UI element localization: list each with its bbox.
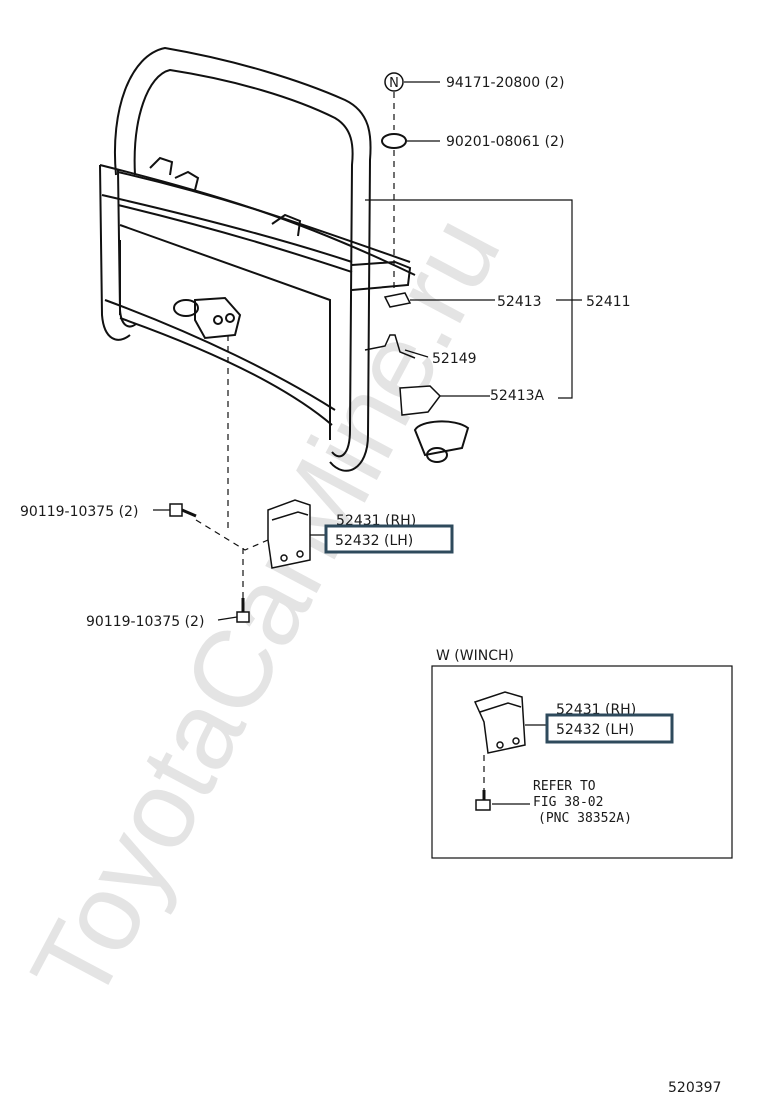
leader-lines [153, 81, 582, 621]
nut-part: N [384, 72, 404, 92]
label-52413: 52413 [497, 294, 542, 310]
inset-frame [431, 665, 733, 859]
watermark: ToyotaCarMine.ru [8, 197, 524, 1021]
label-94171: 94171-20800 (2) [446, 75, 564, 91]
nut-badge: N [389, 76, 399, 91]
washer-part [381, 133, 407, 149]
label-52413a: 52413A [490, 388, 545, 404]
bracket-52149-part [364, 334, 416, 359]
label-52149: 52149 [432, 351, 477, 367]
inset-title: W (WINCH) [436, 648, 514, 664]
label-52411: 52411 [586, 294, 631, 310]
grille-guard-illustration [99, 46, 470, 472]
figure-code: 520397 [668, 1080, 721, 1096]
label-52432-lh: 52432 (LH) [335, 533, 413, 549]
side-bracket-part [267, 499, 311, 569]
highlight-52432-lh[interactable]: 52432 (LH) [324, 524, 454, 554]
side-bolt-part [169, 503, 197, 518]
label-90119-bottom: 90119-10375 (2) [86, 614, 204, 630]
inset-label-52432-lh: 52432 (LH) [556, 722, 634, 738]
plate-52413-part [383, 292, 412, 308]
inset-bolt-part [475, 790, 491, 811]
inset-bracket-part [473, 691, 526, 754]
dashed-leaders [195, 92, 395, 598]
inset-refer-line-1: REFER TO [533, 779, 596, 794]
label-90119-side: 90119-10375 (2) [20, 504, 138, 520]
label-90201: 90201-08061 (2) [446, 134, 564, 150]
bracket-52413a-part [399, 385, 441, 416]
inset-highlight-52432-lh[interactable]: 52432 (LH) [545, 713, 674, 744]
inset-leaders [492, 724, 546, 805]
inset-refer-line-2: FIG 38-02 [533, 795, 603, 810]
inset-refer-line-3: (PNC 38352A) [538, 811, 632, 826]
